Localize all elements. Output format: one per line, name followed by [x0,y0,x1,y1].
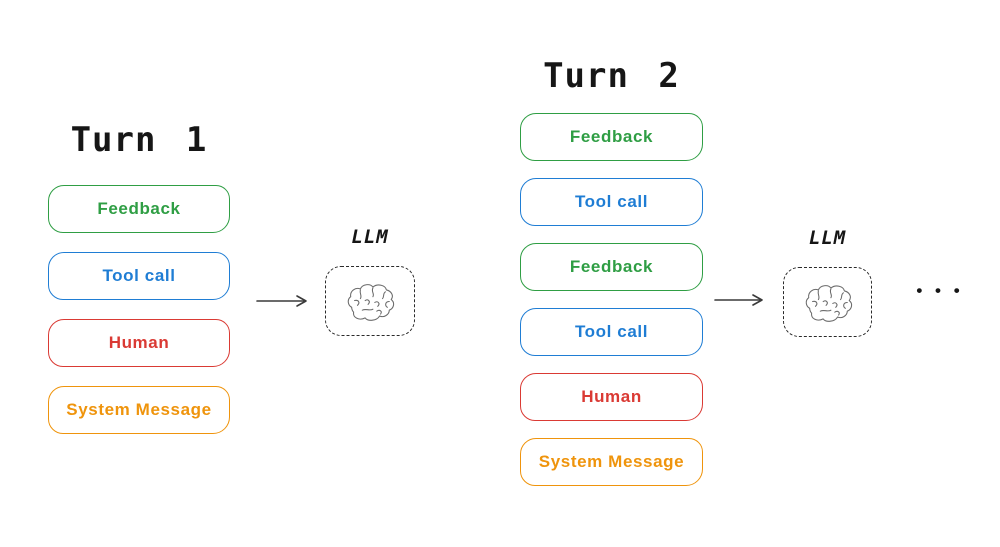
message-label: Tool call [102,266,176,285]
message-box-tool-call: Tool call [520,308,703,356]
message-box-system-message: System Message [48,386,230,434]
message-box-system-message: System Message [520,438,703,486]
message-label: Human [581,387,642,406]
llm-1-label: LLM [351,226,389,248]
message-box-feedback: Feedback [520,243,703,291]
message-box-tool-call: Tool call [48,252,230,300]
arrow-right-icon [256,295,307,307]
message-label: Feedback [97,199,181,218]
message-label: Feedback [569,127,654,146]
message-box-human: Human [48,319,230,367]
message-label: Feedback [569,257,654,276]
llm-2-box [783,267,872,337]
message-label: System Message [538,452,685,471]
brain-icon [805,284,852,322]
turn-2-message-stack: Feedback Tool call Feedback Tool call Hu… [520,113,703,486]
arrow-right-icon [714,294,763,306]
message-label: System Message [66,400,212,419]
message-label: Tool call [574,322,649,341]
llm-2-label: LLM [808,227,847,249]
message-box-tool-call: Tool call [520,178,703,226]
turn-1-title: Turn 1 [70,120,208,160]
turn-1-message-stack: Feedback Tool call Human System Message [48,185,230,434]
message-label: Human [108,333,170,352]
continuation-ellipsis: • • • [916,281,964,300]
message-label: Tool call [574,192,649,211]
message-box-human: Human [520,373,703,421]
message-box-feedback: Feedback [48,185,230,233]
llm-1-box [325,266,415,336]
message-box-feedback: Feedback [520,113,703,161]
brain-icon [347,283,395,321]
turn-2-title: Turn 2 [543,56,680,96]
